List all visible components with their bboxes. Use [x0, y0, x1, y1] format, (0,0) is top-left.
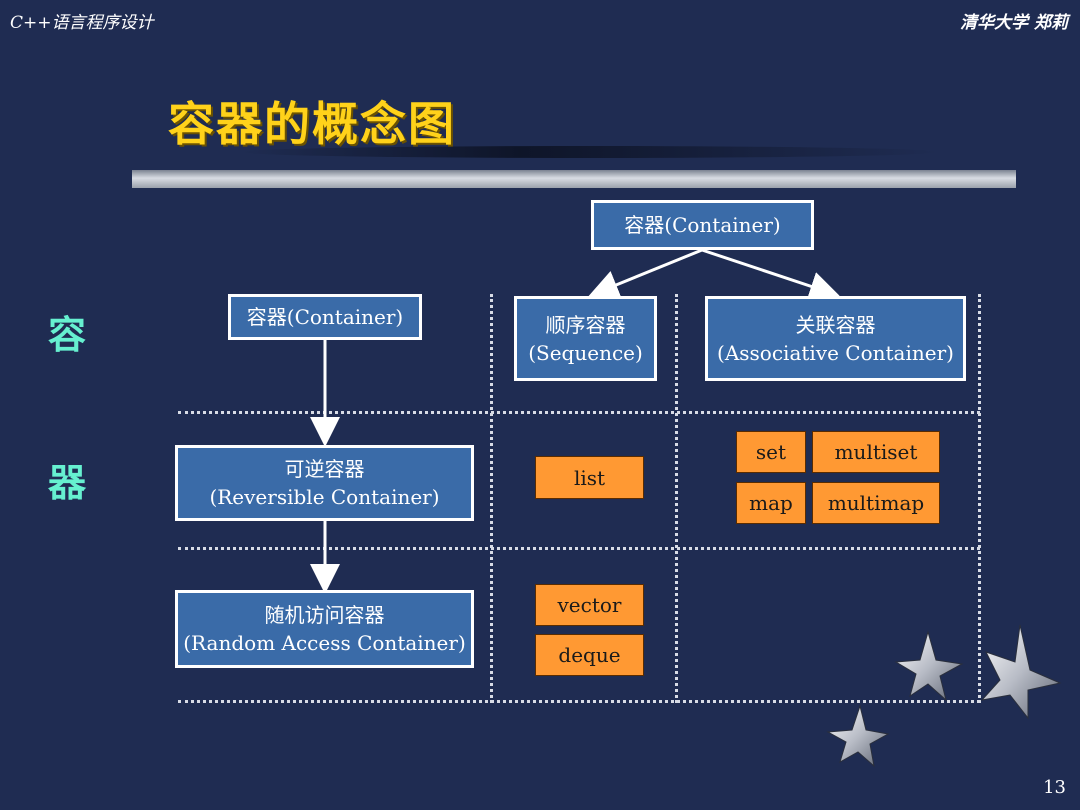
course-title: C++语言程序设计 [10, 13, 154, 33]
grid-line-col-1 [490, 294, 493, 703]
leaf-set: set [736, 431, 806, 473]
leaf-vector: vector [535, 584, 644, 626]
title-underline-bar [132, 170, 1016, 188]
side-label-rong: 容 [48, 313, 87, 357]
leaf-multiset: multiset [812, 431, 940, 473]
leaf-map: map [736, 482, 806, 524]
edge-top-to-associative [701, 248, 840, 301]
node-random-access-label-cn: 随机访问容器 [264, 603, 385, 627]
node-container-label: 容器(Container) [246, 305, 404, 329]
node-sequence-label-cn: 顺序容器 [545, 312, 626, 337]
node-random-access: 随机访问容器 (Random Access Container) [175, 590, 474, 668]
node-sequence: 顺序容器 (Sequence) [514, 296, 657, 381]
node-random-access-label-en: (Random Access Container) [183, 631, 466, 655]
node-associative-label-en: (Associative Container) [717, 340, 954, 365]
star-decoration-medium [894, 630, 964, 702]
node-associative-label-cn: 关联容器 [795, 312, 876, 337]
node-container: 容器(Container) [228, 294, 422, 340]
node-sequence-label-en: (Sequence) [528, 340, 643, 365]
node-container-top-label: 容器(Container) [624, 213, 781, 237]
star-decoration-small [826, 704, 890, 768]
title-shadow [240, 146, 940, 158]
leaf-list: list [535, 456, 644, 499]
page-number: 13 [1043, 777, 1066, 798]
grid-line-row-3 [178, 700, 980, 703]
node-associative: 关联容器 (Associative Container) [705, 296, 966, 381]
grid-line-row-1 [178, 411, 980, 414]
side-label-qi: 器 [48, 461, 87, 505]
node-reversible-label-cn: 可逆容器 [284, 457, 365, 481]
edge-top-to-sequence [588, 248, 703, 299]
grid-line-row-2 [178, 547, 980, 550]
author-label: 清华大学 郑莉 [960, 13, 1068, 33]
star-decoration-large [980, 624, 1062, 720]
grid-line-col-3 [978, 294, 981, 703]
node-reversible: 可逆容器 (Reversible Container) [175, 445, 474, 521]
node-container-top: 容器(Container) [591, 200, 814, 250]
leaf-deque: deque [535, 634, 644, 676]
leaf-multimap: multimap [812, 482, 940, 524]
node-reversible-label-en: (Reversible Container) [209, 485, 440, 509]
slide-title: 容器的概念图 [168, 97, 456, 151]
grid-line-col-2 [675, 294, 678, 703]
